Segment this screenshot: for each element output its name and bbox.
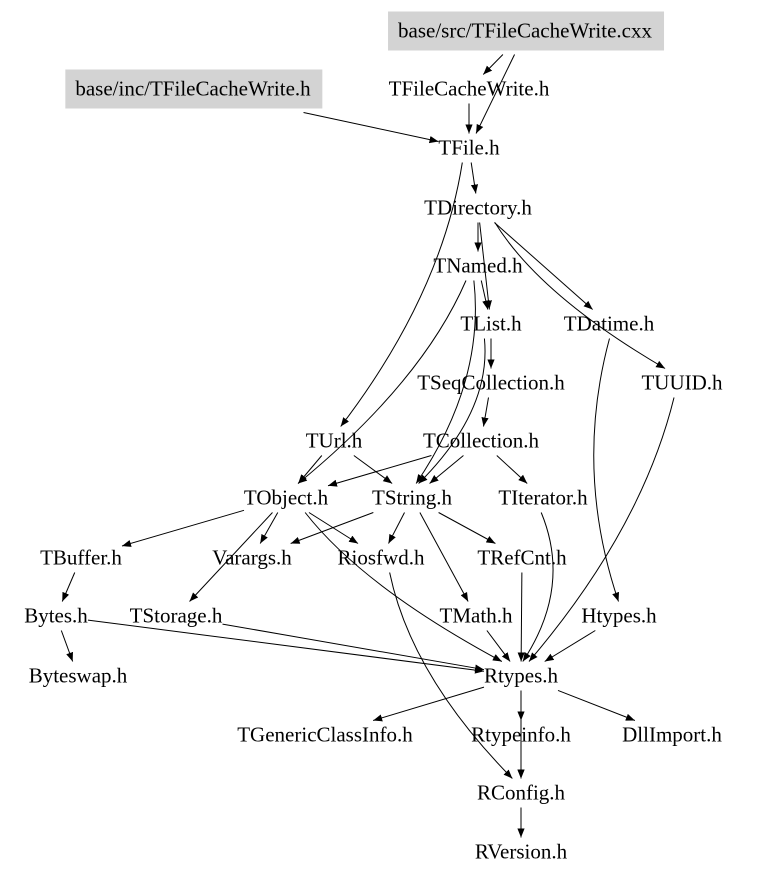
- node-trefcnt[interactable]: TRefCnt.h: [477, 545, 567, 570]
- edge-tstring-to-riosfwd: [388, 512, 405, 544]
- node-inc-h[interactable]: base/inc/TFileCacheWrite.h: [65, 69, 323, 109]
- node-tstorage[interactable]: TStorage.h: [129, 603, 223, 628]
- edge-tnamed-to-tstring: [415, 280, 476, 484]
- node-rtypeinfo[interactable]: Rtypeinfo.h: [471, 722, 571, 747]
- node-tdirectory[interactable]: TDirectory.h: [424, 195, 532, 220]
- node-turl[interactable]: TUrl.h: [305, 428, 363, 453]
- edge-tstorage-to-rtypes: [222, 623, 485, 672]
- edge-tfile-to-tdirectory: [470, 162, 479, 194]
- edge-bytes-to-byteswap: [60, 630, 74, 662]
- edge-src_cxx-to-tfile: [475, 54, 516, 134]
- node-tbuffer[interactable]: TBuffer.h: [40, 545, 122, 570]
- node-tfile[interactable]: TFile.h: [438, 135, 500, 160]
- edge-tcollection-to-titerator: [496, 455, 528, 484]
- edge-tlist-to-tstring: [418, 338, 486, 484]
- edge-tnamed-to-tobject: [297, 280, 467, 484]
- edge-tcollection-to-tobject: [327, 455, 432, 487]
- edge-tfile-to-turl: [340, 162, 463, 427]
- edge-tdirectory-to-tuuid: [494, 222, 666, 369]
- edge-trefcnt-to-rtypes: [517, 572, 525, 662]
- edge-tobject-to-varargs: [259, 512, 279, 544]
- edge-riosfwd-to-rconfig: [389, 572, 513, 779]
- node-src-cxx[interactable]: base/src/TFileCacheWrite.cxx: [388, 11, 664, 51]
- edge-inc_h-to-tfile: [303, 112, 439, 144]
- node-tuuid[interactable]: TUUID.h: [641, 370, 723, 395]
- node-rversion[interactable]: RVersion.h: [474, 839, 568, 864]
- edge-tobject-to-rtypes: [304, 512, 503, 662]
- node-tdatime[interactable]: TDatime.h: [563, 311, 655, 336]
- edge-tuuid-to-rtypes: [528, 397, 675, 662]
- node-byteswap[interactable]: Byteswap.h: [28, 663, 128, 688]
- edge-tobject-to-tstorage: [189, 512, 273, 602]
- edge-src_cxx-to-tfilecachewrite: [482, 54, 504, 75]
- edge-tstring-to-trefcnt: [438, 512, 496, 544]
- edge-tbuffer-to-bytes: [61, 572, 76, 602]
- edge-tseqcollection-to-tcollection: [481, 397, 489, 427]
- edge-htypes-to-rtypes: [544, 630, 596, 662]
- node-bytes[interactable]: Bytes.h: [24, 603, 88, 628]
- edge-titerator-to-rtypes: [522, 512, 554, 662]
- node-htypes[interactable]: Htypes.h: [581, 603, 657, 628]
- node-tnamed[interactable]: TNamed.h: [433, 253, 523, 278]
- edge-tdirectory-to-tdatime: [494, 222, 593, 310]
- edge-tmath-to-rtypes: [486, 630, 511, 662]
- node-tfilecachewrite[interactable]: TFileCacheWrite.h: [388, 76, 550, 101]
- edge-rtypes-to-tgenericclassinfo: [373, 686, 485, 722]
- edge-tstring-to-tmath: [419, 512, 469, 602]
- node-tseqcollection[interactable]: TSeqCollection.h: [417, 370, 565, 395]
- edge-turl-to-tobject: [297, 455, 323, 484]
- edge-turl-to-tstring: [353, 455, 393, 484]
- node-riosfwd[interactable]: Riosfwd.h: [337, 545, 425, 570]
- node-tstring[interactable]: TString.h: [372, 485, 452, 510]
- node-rtypes[interactable]: Rtypes.h: [483, 663, 559, 688]
- node-tcollection[interactable]: TCollection.h: [422, 428, 540, 453]
- node-varargs[interactable]: Varargs.h: [212, 545, 292, 570]
- edge-tcollection-to-tstring: [429, 455, 464, 484]
- node-tmath[interactable]: TMath.h: [439, 603, 513, 628]
- edge-bytes-to-rtypes: [87, 619, 485, 674]
- node-dllimport[interactable]: DllImport.h: [622, 722, 722, 747]
- node-titerator[interactable]: TIterator.h: [498, 485, 588, 510]
- node-tobject[interactable]: TObject.h: [243, 485, 329, 510]
- node-tgenericclassinfo[interactable]: TGenericClassInfo.h: [237, 722, 413, 747]
- edge-tdatime-to-htypes: [593, 338, 620, 602]
- edge-tstring-to-varargs: [290, 512, 374, 544]
- edge-rtypes-to-dllimport: [557, 689, 636, 721]
- edge-tobject-to-tbuffer: [121, 509, 245, 547]
- node-rconfig[interactable]: RConfig.h: [476, 780, 566, 805]
- edge-tobject-to-riosfwd: [308, 512, 359, 544]
- node-tlist[interactable]: TList.h: [460, 311, 522, 336]
- edge-tnamed-to-tlist: [480, 280, 490, 310]
